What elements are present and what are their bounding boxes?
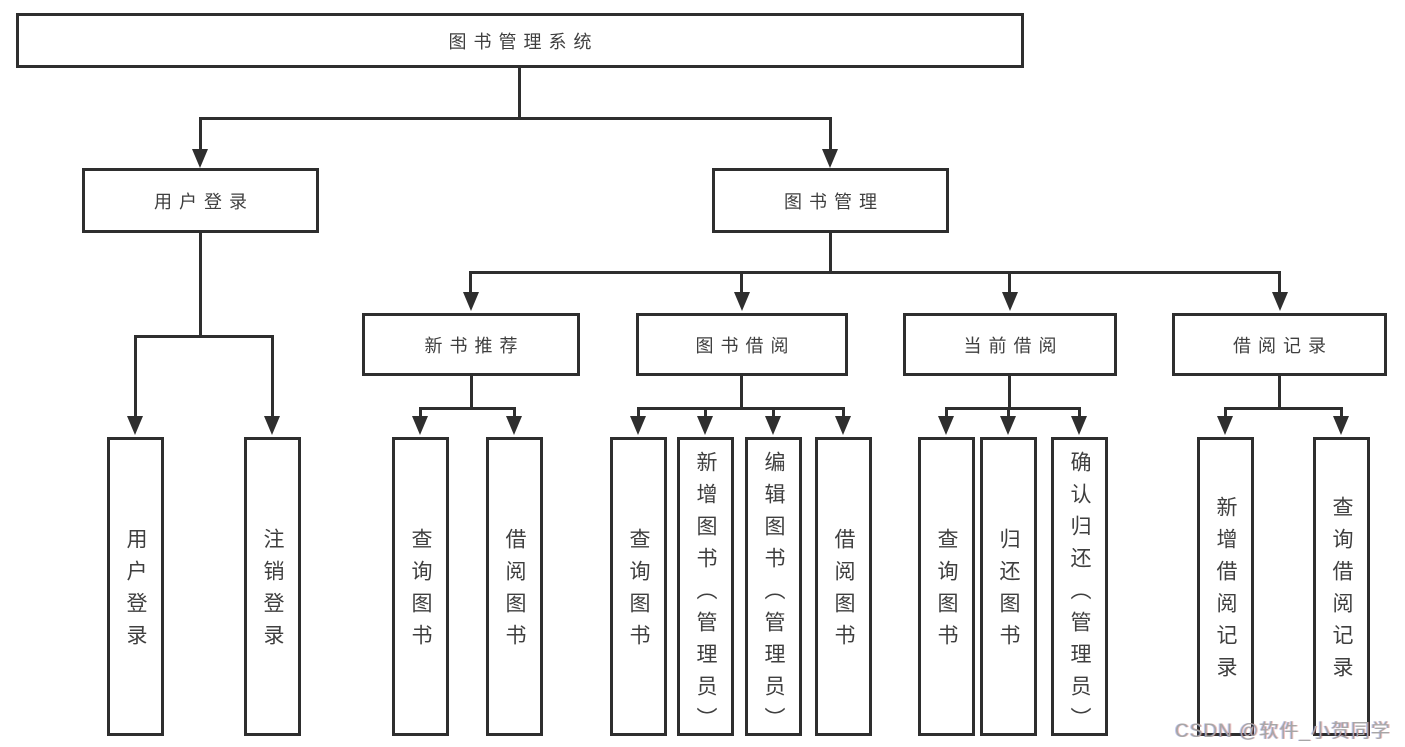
arrowhead-down [765, 416, 781, 435]
leaf-add-books-admin: 新增图书（管理员） [677, 437, 734, 739]
connector-line [740, 376, 743, 407]
connector-line [945, 407, 948, 418]
leaf-query-books-recommend: 查询图书 [392, 437, 449, 736]
leaf-return-books: 归还图书 [980, 437, 1037, 736]
node-new-book-recommend: 新书推荐 [362, 313, 580, 376]
connector-line [199, 117, 831, 120]
connector-line [1224, 407, 1227, 418]
connector-line [829, 117, 832, 151]
connector-line [419, 407, 422, 418]
connector-line [419, 407, 516, 410]
connector-line [1078, 407, 1081, 418]
connector-line [637, 407, 845, 410]
arrowhead-down [1272, 292, 1288, 311]
node-book-borrow: 图书借阅 [636, 313, 848, 376]
leaf-logout: 注销登录 [244, 437, 301, 736]
leaf-query-books-current: 查询图书 [918, 437, 975, 736]
arrowhead-down [506, 416, 522, 435]
arrowhead-down [1071, 416, 1087, 435]
connector-line [469, 271, 472, 296]
connector-line [518, 68, 521, 117]
connector-line [1224, 407, 1343, 410]
connector-line [1007, 407, 1010, 418]
connector-line [945, 407, 1081, 410]
connector-line [469, 271, 1281, 274]
connector-line [740, 271, 743, 296]
connector-line [1278, 271, 1281, 296]
arrowhead-down [822, 149, 838, 168]
arrowhead-down [630, 416, 646, 435]
leaf-confirm-return-admin: 确认归还（管理员） [1051, 437, 1108, 739]
arrowhead-down [127, 416, 143, 435]
node-borrow-records: 借阅记录 [1172, 313, 1387, 376]
arrowhead-down [463, 292, 479, 311]
leaf-edit-books-admin: 编辑图书（管理员） [745, 437, 802, 739]
connector-line [1008, 376, 1011, 407]
connector-line [199, 233, 202, 335]
connector-line [1278, 376, 1281, 407]
arrowhead-down [1000, 416, 1016, 435]
arrowhead-down [1217, 416, 1233, 435]
connector-line [271, 335, 274, 418]
connector-line [1340, 407, 1343, 418]
connector-line [199, 117, 202, 151]
connector-line [829, 233, 832, 271]
leaf-query-borrow-record: 查询借阅记录 [1313, 437, 1370, 736]
arrowhead-down [192, 149, 208, 168]
leaf-query-books-borrow: 查询图书 [610, 437, 667, 736]
connector-line [470, 376, 473, 407]
arrowhead-down [697, 416, 713, 435]
leaf-borrow-books-recommend: 借阅图书 [486, 437, 543, 736]
arrowhead-down [1002, 292, 1018, 311]
node-root: 图书管理系统 [16, 13, 1024, 68]
node-book-management: 图书管理 [712, 168, 949, 233]
node-user-login: 用户登录 [82, 168, 319, 233]
arrowhead-down [1333, 416, 1349, 435]
leaf-user-login: 用户登录 [107, 437, 164, 736]
connector-line [513, 407, 516, 418]
watermark: CSDN @软件_小贺同学 [1175, 721, 1391, 742]
arrowhead-down [835, 416, 851, 435]
leaf-borrow-books: 借阅图书 [815, 437, 872, 736]
leaf-add-borrow-record: 新增借阅记录 [1197, 437, 1254, 736]
connector-line [637, 407, 640, 418]
connector-line [842, 407, 845, 418]
connector-line [704, 407, 707, 418]
connector-line [134, 335, 274, 338]
arrowhead-down [412, 416, 428, 435]
arrowhead-down [938, 416, 954, 435]
connector-line [772, 407, 775, 418]
node-current-borrow: 当前借阅 [903, 313, 1117, 376]
arrowhead-down [264, 416, 280, 435]
connector-line [1008, 271, 1011, 296]
connector-line [134, 335, 137, 418]
arrowhead-down [734, 292, 750, 311]
